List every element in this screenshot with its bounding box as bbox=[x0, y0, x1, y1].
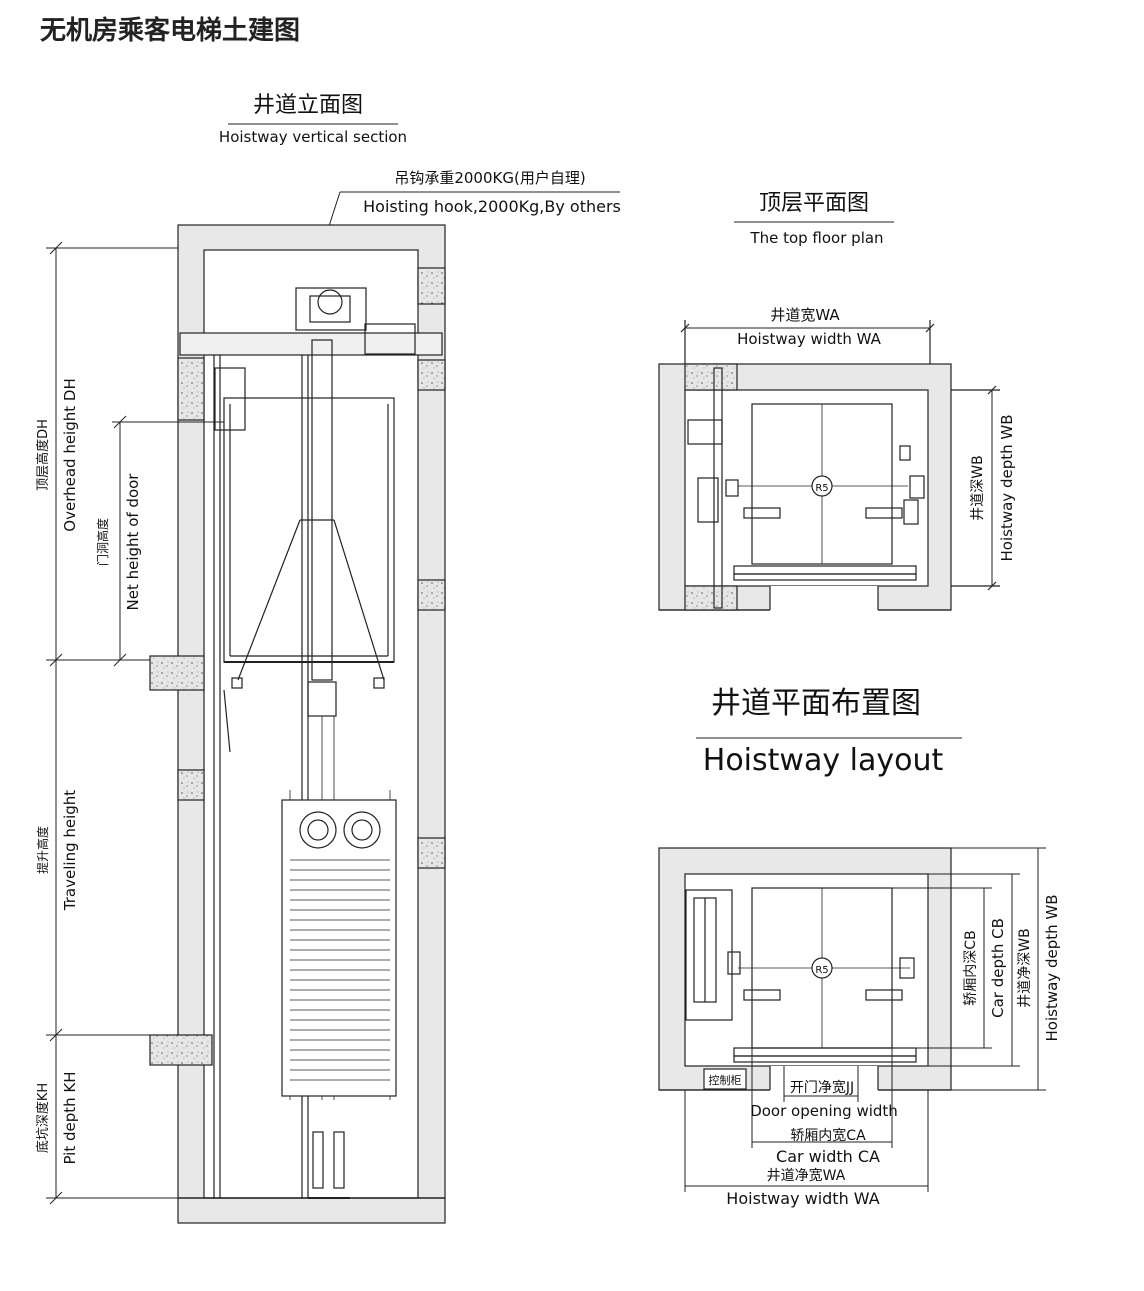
jj-label-en: Door opening width bbox=[750, 1102, 898, 1120]
layout-title-en: Hoistway layout bbox=[703, 743, 944, 778]
buffer bbox=[312, 1131, 324, 1189]
cb-label-cn: 轿厢内深CB bbox=[963, 930, 979, 1005]
ca-label-en: Car width CA bbox=[776, 1147, 880, 1166]
layout-wa-label-en: Hoistway width WA bbox=[726, 1189, 879, 1208]
top-wa-label-en: Hoistway width WA bbox=[737, 330, 882, 348]
door-height-label-en: Net height of door bbox=[124, 473, 142, 611]
door-height-label-cn: 门洞高度 bbox=[95, 518, 110, 566]
hook-label-en: Hoisting hook,2000Kg,By others bbox=[363, 197, 621, 216]
layout-wb-label-cn: 井道净深WB bbox=[1017, 928, 1033, 1007]
page-title: 无机房乘客电梯土建图 bbox=[40, 16, 301, 46]
traction-machine bbox=[295, 287, 367, 331]
counterweight bbox=[281, 799, 397, 1097]
top-floor-plan: 顶层平面图 The top floor plan 井道宽WA Hoistway … bbox=[658, 191, 1016, 612]
layout-wb-label-en: Hoistway depth WB bbox=[1043, 895, 1061, 1042]
jj-label-cn: 开门净宽JJ bbox=[790, 1079, 854, 1096]
travel-label-en: Traveling height bbox=[61, 790, 79, 911]
top-plan-title-en: The top floor plan bbox=[749, 229, 883, 247]
hook-label-cn: 吊钩承重2000KG(用户自理) bbox=[394, 169, 585, 187]
control-cabinet-label: 控制柜 bbox=[709, 1073, 742, 1087]
top-wb-label-en: Hoistway depth WB bbox=[998, 415, 1016, 562]
section-title-en: Hoistway vertical section bbox=[219, 128, 407, 146]
top-plan-title-cn: 顶层平面图 bbox=[759, 191, 869, 216]
layout-wa-label-cn: 井道净宽WA bbox=[767, 1167, 846, 1184]
cb-label-en: Car depth CB bbox=[989, 918, 1007, 1018]
layout-marker: R5 bbox=[815, 965, 828, 976]
vertical-section: 井道立面图 Hoistway vertical section 吊钩承重2000… bbox=[35, 93, 621, 1224]
top-plan-marker: R5 bbox=[815, 483, 828, 494]
top-wa-label-cn: 井道宽WA bbox=[770, 306, 840, 324]
section-title-cn: 井道立面图 bbox=[253, 93, 363, 118]
layout-title-cn: 井道平面布置图 bbox=[711, 686, 921, 721]
pit-label-cn: 底坑深度KH bbox=[35, 1083, 51, 1153]
overhead-label-en: Overhead height DH bbox=[61, 378, 79, 531]
ca-label-cn: 轿厢内宽CA bbox=[790, 1127, 866, 1144]
overhead-label-cn: 顶层高度DH bbox=[35, 419, 51, 491]
hoistway-layout: 井道平面布置图 Hoistway layout 控制柜 R5 bbox=[658, 686, 1061, 1208]
travel-label-cn: 提升高度 bbox=[35, 826, 50, 874]
pit-label-en: Pit depth KH bbox=[61, 1071, 79, 1164]
section-dimensions bbox=[46, 241, 224, 1205]
top-wb-label-cn: 井道深WB bbox=[970, 455, 986, 520]
